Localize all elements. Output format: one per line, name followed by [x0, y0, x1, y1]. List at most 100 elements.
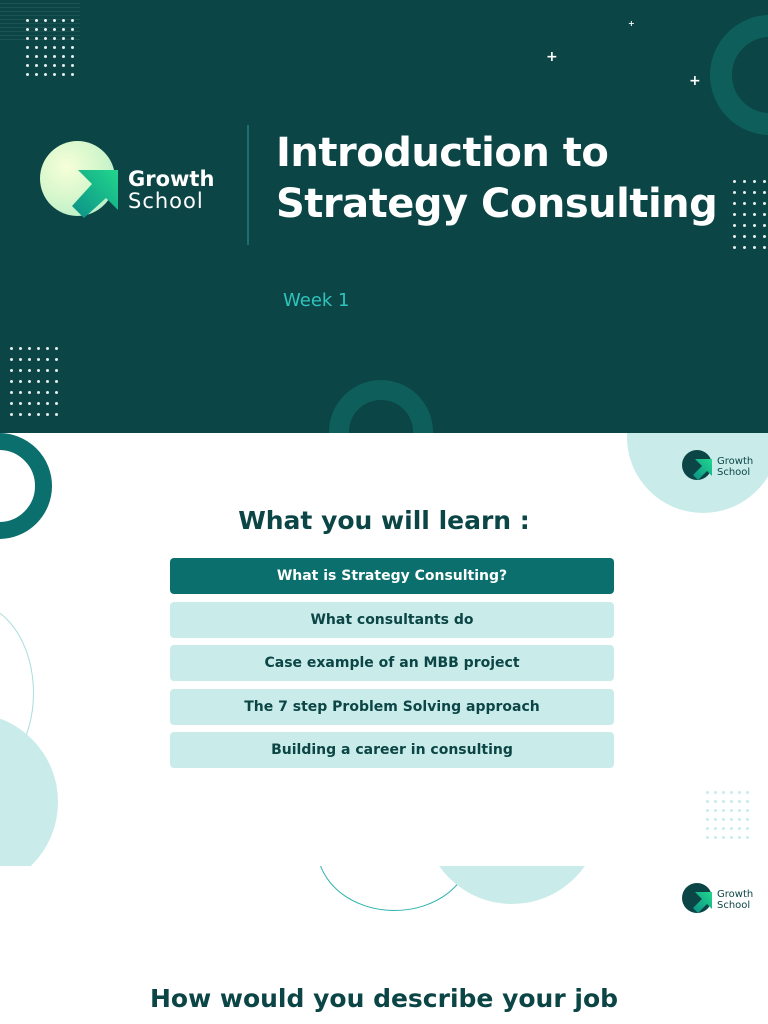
dot-decoration	[763, 180, 766, 183]
logo-text-line1: Growth	[128, 167, 215, 191]
dot-decoration	[53, 37, 56, 40]
dot-decoration	[35, 28, 38, 31]
dot-decoration	[44, 73, 47, 76]
dot-decoration	[763, 213, 766, 216]
job-question-title: How would you describe your job	[149, 984, 619, 1013]
logo-wordmark: Growth School	[128, 168, 214, 212]
dot-decoration	[71, 73, 74, 76]
dot-decoration	[46, 380, 49, 383]
dot-decoration	[746, 809, 749, 812]
dot-decoration	[730, 800, 733, 803]
dot-decoration	[53, 19, 56, 22]
dot-decoration	[722, 809, 725, 812]
dot-decoration	[35, 37, 38, 40]
dot-decoration	[738, 836, 741, 839]
dot-decoration	[763, 246, 766, 249]
half-circle-left-decoration	[0, 713, 58, 866]
learn-topic-item: Case example of an MBB project	[170, 645, 614, 681]
dot-decoration	[706, 827, 709, 830]
dot-decoration	[26, 28, 29, 31]
dot-grid-top-left	[26, 19, 80, 82]
growth-school-logo: Growth School	[40, 140, 240, 220]
dot-decoration	[722, 818, 725, 821]
dot-decoration	[753, 180, 756, 183]
dot-decoration	[714, 827, 717, 830]
logo-wordmark: Growth School	[717, 889, 754, 911]
dot-decoration	[714, 818, 717, 821]
logo-text-line2: School	[128, 189, 204, 214]
cover-subtitle: Week 1	[283, 290, 350, 311]
dot-decoration	[55, 369, 58, 372]
dot-decoration	[53, 28, 56, 31]
dot-decoration	[19, 369, 22, 372]
corner-stripes-decoration	[0, 0, 80, 40]
cover-slide: + + + Growth School Introduction to Stra…	[0, 0, 768, 433]
describe-job-slide: Growth School How would you describe you…	[0, 866, 768, 1024]
cover-divider	[247, 125, 249, 245]
dot-decoration	[706, 809, 709, 812]
dot-decoration	[28, 391, 31, 394]
dot-decoration	[46, 347, 49, 350]
dot-decoration	[743, 224, 746, 227]
dot-decoration	[46, 413, 49, 416]
dot-decoration	[28, 413, 31, 416]
dot-decoration	[55, 391, 58, 394]
dot-decoration	[730, 791, 733, 794]
learn-topic-item: What consultants do	[170, 601, 614, 638]
dot-decoration	[763, 235, 766, 238]
dot-decoration	[763, 202, 766, 205]
dot-decoration	[753, 213, 756, 216]
dot-decoration	[37, 413, 40, 416]
dot-decoration	[730, 809, 733, 812]
ring-top-right-decoration	[710, 15, 768, 135]
dot-decoration	[53, 46, 56, 49]
learn-topic-list: What is Strategy Consulting?What consult…	[170, 558, 614, 776]
dot-decoration	[738, 809, 741, 812]
dot-decoration	[28, 402, 31, 405]
dot-decoration	[733, 191, 736, 194]
dot-decoration	[55, 347, 58, 350]
dot-decoration	[743, 235, 746, 238]
dot-decoration	[35, 55, 38, 58]
dot-decoration	[26, 64, 29, 67]
dot-decoration	[753, 191, 756, 194]
learn-topic-item: The 7 step Problem Solving approach	[170, 688, 614, 725]
dot-decoration	[753, 224, 756, 227]
dot-decoration	[10, 402, 13, 405]
plus-decoration: +	[546, 49, 558, 65]
dot-decoration	[753, 235, 756, 238]
dot-decoration	[19, 413, 22, 416]
dot-decoration	[28, 380, 31, 383]
dot-decoration	[722, 791, 725, 794]
dot-decoration	[62, 73, 65, 76]
logo-text-line1: Growth	[717, 889, 754, 900]
dot-decoration	[44, 19, 47, 22]
dot-decoration	[19, 402, 22, 405]
dot-decoration	[46, 369, 49, 372]
dot-decoration	[46, 402, 49, 405]
growth-school-logo-small: Growth School	[682, 450, 762, 484]
learn-topic-item: Building a career in consulting	[170, 732, 614, 768]
plus-decoration: +	[689, 73, 701, 89]
dot-decoration	[19, 358, 22, 361]
dot-decoration	[53, 73, 56, 76]
dot-decoration	[62, 28, 65, 31]
dot-decoration	[733, 202, 736, 205]
dot-decoration	[738, 800, 741, 803]
dot-decoration	[746, 836, 749, 839]
dot-decoration	[46, 358, 49, 361]
dot-decoration	[26, 73, 29, 76]
dot-decoration	[706, 800, 709, 803]
growth-arrow-icon	[72, 170, 118, 218]
dot-decoration	[55, 413, 58, 416]
dot-decoration	[733, 246, 736, 249]
dot-decoration	[733, 235, 736, 238]
dot-decoration	[714, 809, 717, 812]
dot-decoration	[19, 391, 22, 394]
dot-decoration	[730, 818, 733, 821]
dot-decoration	[26, 46, 29, 49]
dot-decoration	[10, 347, 13, 350]
dot-decoration	[706, 836, 709, 839]
dot-decoration	[53, 64, 56, 67]
dot-decoration	[10, 380, 13, 383]
